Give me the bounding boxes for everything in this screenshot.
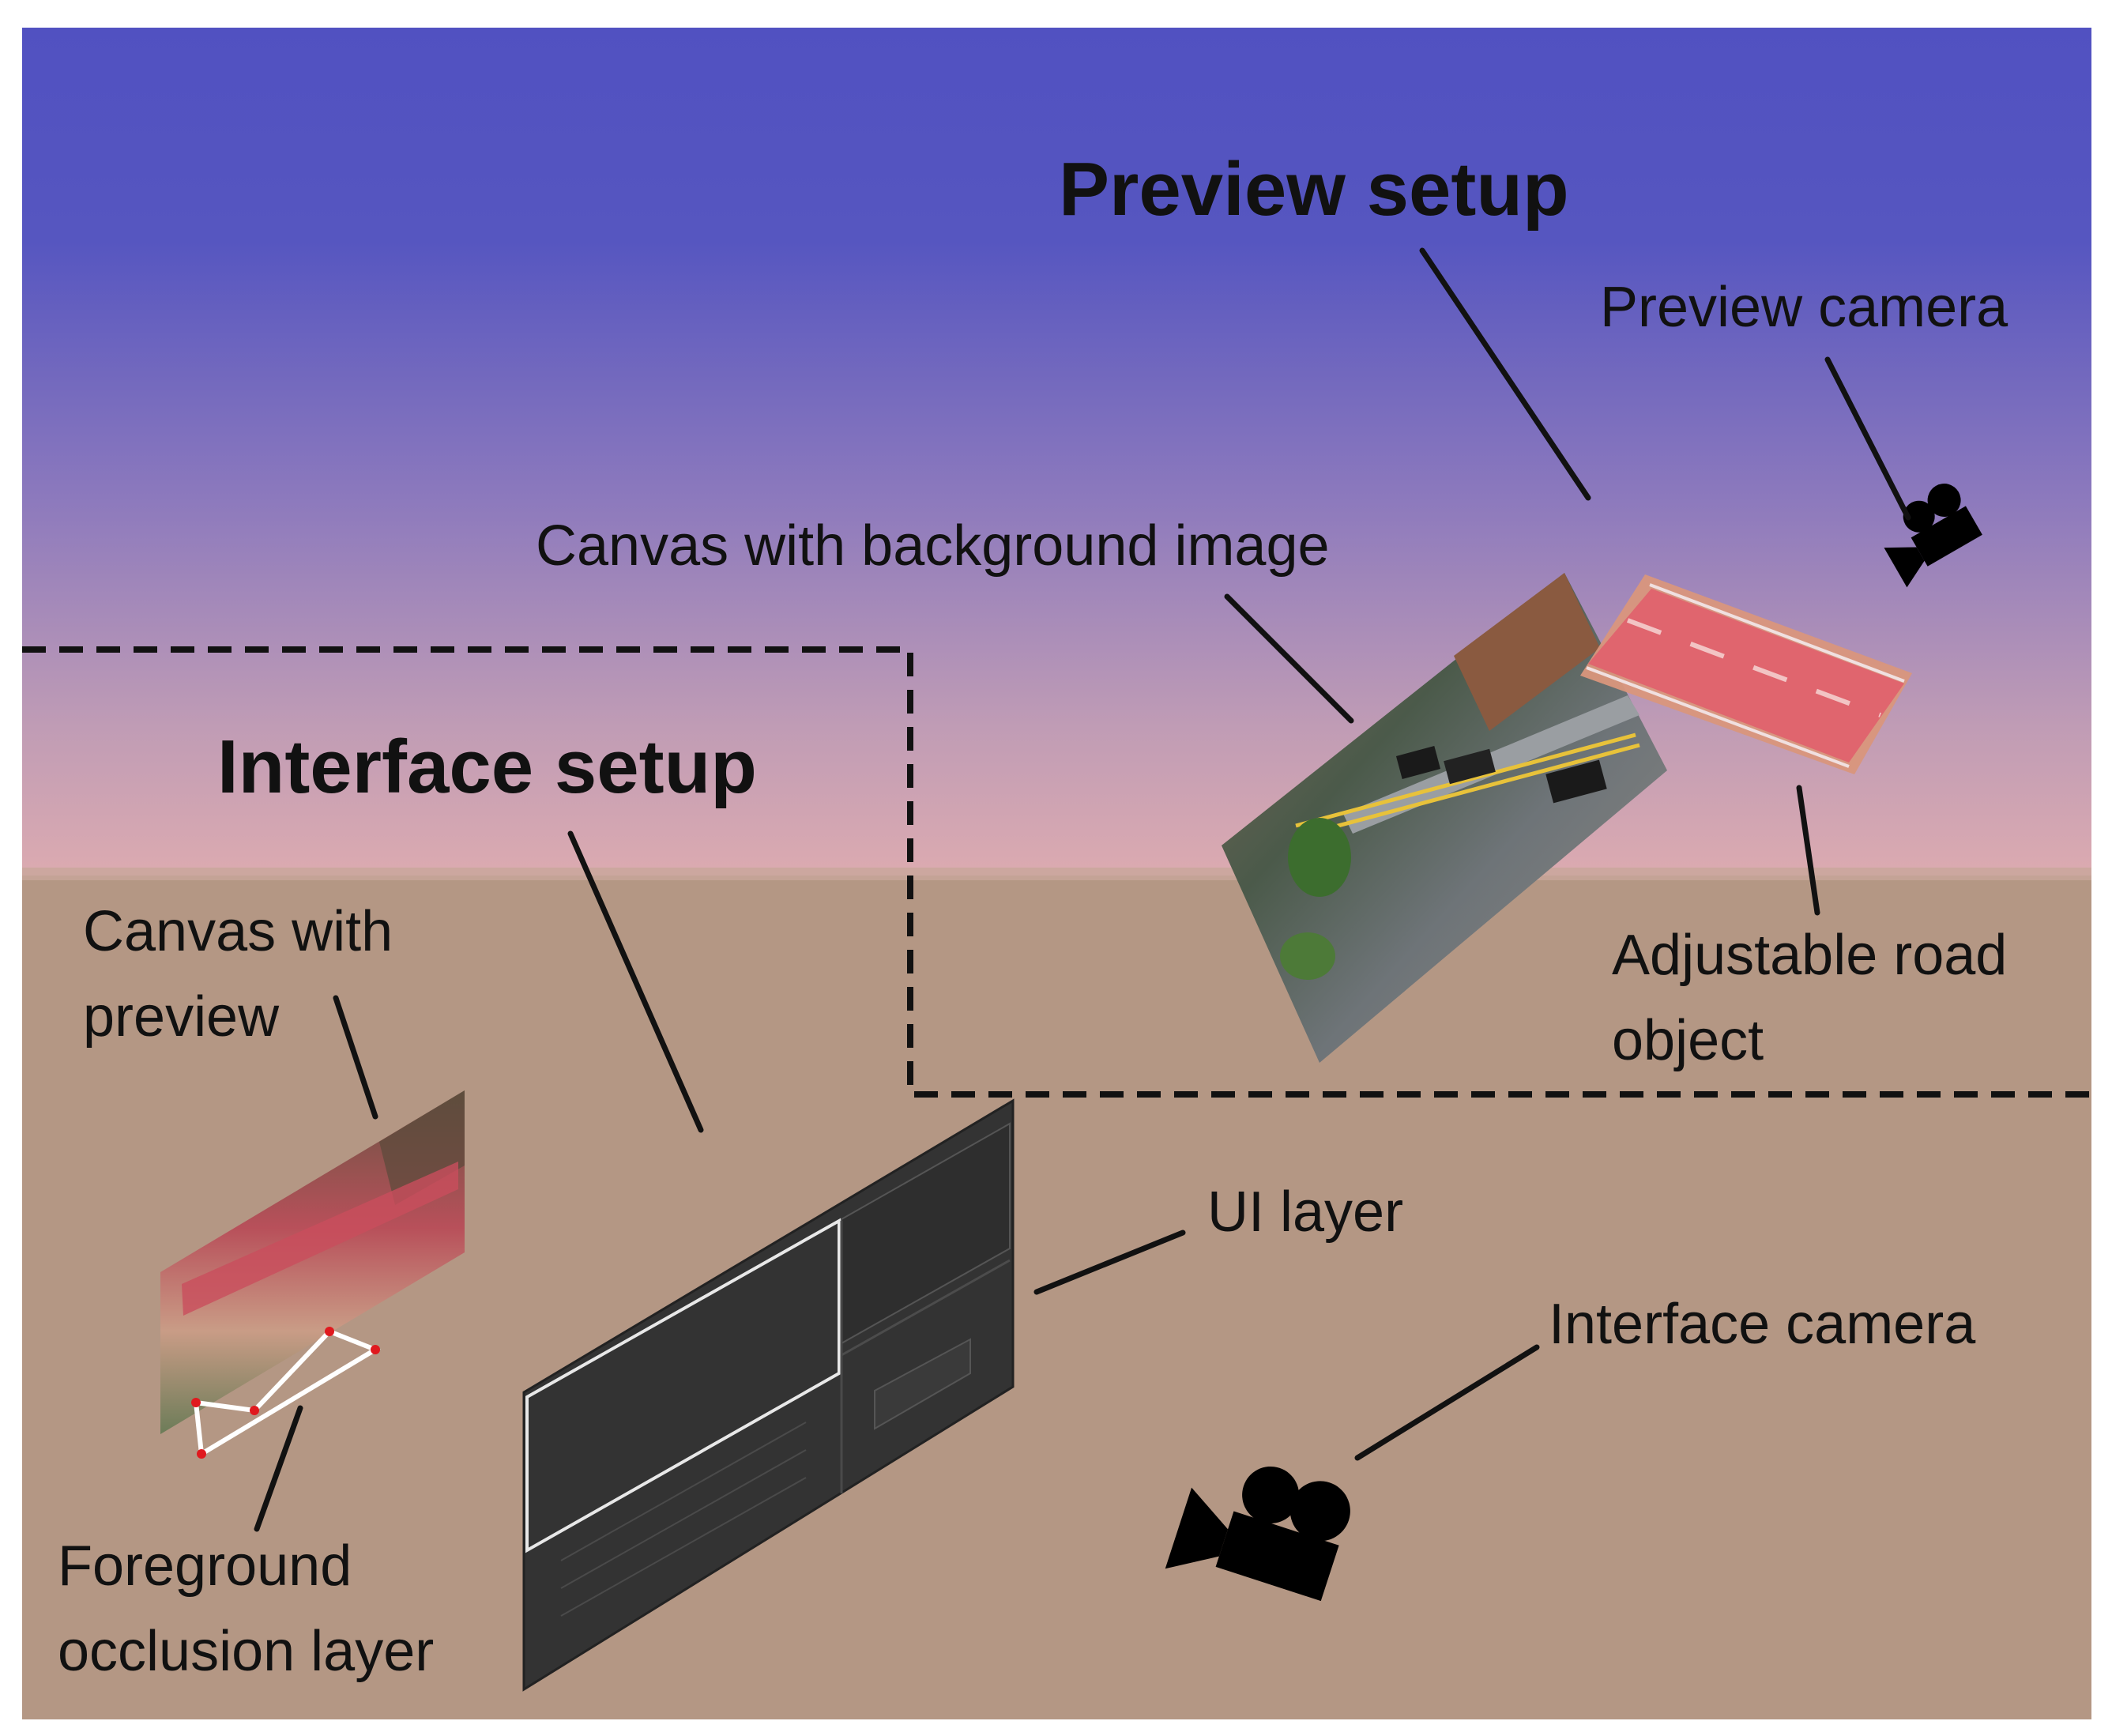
ui-layer-label: UI layer: [1207, 1181, 1404, 1244]
preview-setup-title: Preview setup: [1059, 147, 1569, 232]
adjustable-road-label-line2: object: [1612, 1009, 1764, 1072]
foreground-occlusion-label-line2: occlusion layer: [58, 1620, 435, 1683]
interface-setup-title: Interface setup: [217, 725, 757, 809]
adjustable-road-label-line1: Adjustable road: [1612, 924, 2008, 987]
foreground-occlusion-label-line1: Foreground: [58, 1535, 352, 1598]
preview-canvas: [160, 1090, 465, 1434]
leader-lines: [254, 247, 1911, 1532]
preview-camera-icon: [1884, 484, 1982, 588]
occlusion-polygon: [191, 1327, 381, 1459]
road-object: [1580, 574, 1912, 774]
interface-camera-label: Interface camera: [1549, 1293, 1976, 1356]
sky-background: [22, 28, 2091, 881]
interface-camera-icon: [1165, 1466, 1350, 1602]
background-image-canvas: [1222, 573, 1667, 1063]
preview-camera-label: Preview camera: [1600, 276, 2008, 339]
canvas-preview-label-line1: Canvas with: [83, 900, 393, 963]
canvas-background-label: Canvas with background image: [536, 514, 1330, 578]
canvas-preview-label-line2: preview: [83, 985, 280, 1049]
horizon-band: [22, 868, 2091, 880]
ui-layer-panel: [522, 1098, 1015, 1692]
